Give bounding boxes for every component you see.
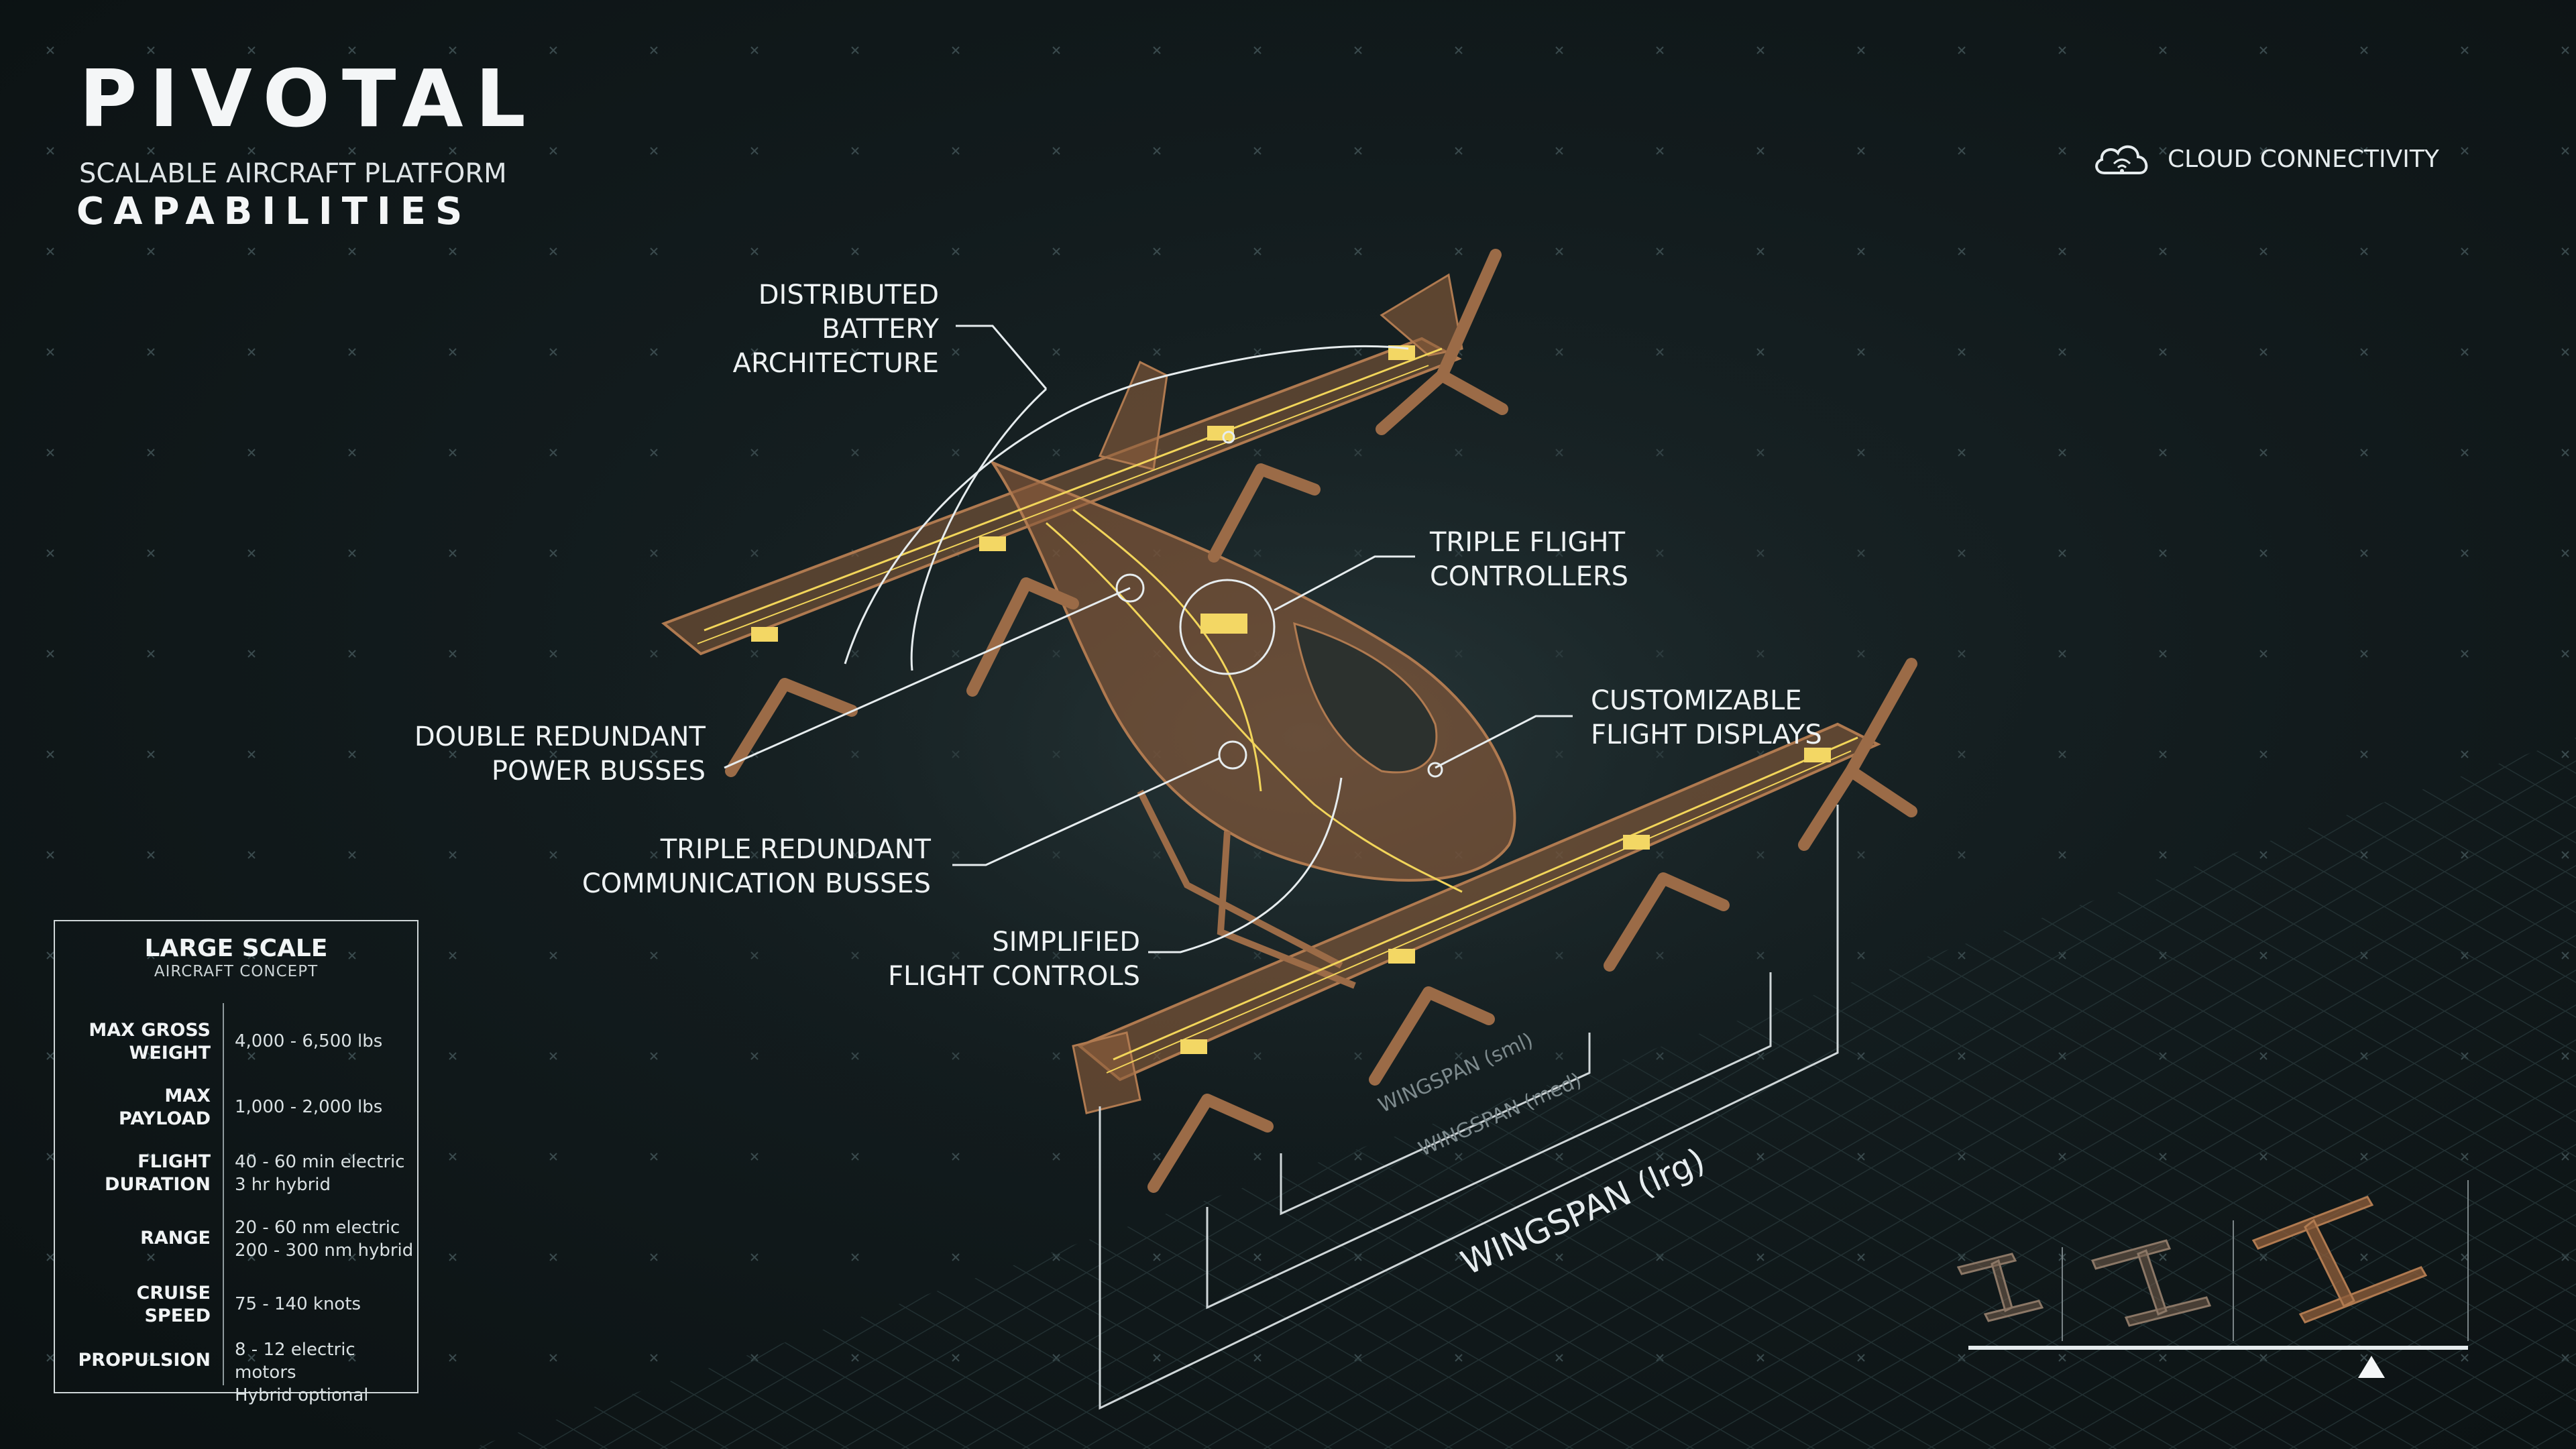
fuselage bbox=[989, 459, 1516, 882]
spec-row-label: CRUISE SPEED bbox=[136, 1283, 211, 1326]
spec-row-label: FLIGHT DURATION bbox=[105, 1151, 211, 1195]
spec-row-value: 8 - 12 electric motors Hybrid optional bbox=[235, 1340, 369, 1405]
wiring-front bbox=[1113, 736, 1858, 1061]
spec-row-label: RANGE bbox=[140, 1228, 211, 1249]
spec-row-label: MAX PAYLOAD bbox=[119, 1086, 211, 1129]
callout-lines bbox=[724, 325, 1573, 953]
spec-row-value: 40 - 60 min electric 3 hr hybrid bbox=[235, 1152, 405, 1195]
callout-flight-controllers: TRIPLE FLIGHT CONTROLLERS bbox=[1430, 527, 1629, 592]
landing-skid-left bbox=[1137, 789, 1343, 969]
callout-battery: DISTRIBUTED BATTERY ARCHITECTURE bbox=[732, 280, 939, 379]
rear-winglet bbox=[1380, 273, 1463, 357]
spec-divider bbox=[223, 1003, 224, 1385]
dimension-lines bbox=[1099, 805, 1839, 1410]
spec-row: MAX GROSS WEIGHT 4,000 - 6,500 lbs bbox=[55, 1014, 417, 1078]
spec-row-label: PROPULSION bbox=[78, 1350, 211, 1371]
callout-flight-controls: SIMPLIFIED FLIGHT CONTROLS bbox=[887, 927, 1140, 992]
spec-title: LARGE SCALE bbox=[144, 935, 328, 962]
spec-row-label: MAX GROSS WEIGHT bbox=[89, 1020, 211, 1063]
spec-row-value: 75 - 140 knots bbox=[235, 1294, 361, 1314]
spec-row: PROPULSION 8 - 12 electric motors Hybrid… bbox=[55, 1333, 417, 1405]
landing-skid-right bbox=[1217, 831, 1356, 989]
callout-communication-busses: TRIPLE REDUNDANT COMMUNICATION BUSSES bbox=[581, 834, 931, 899]
wiring-rear-2 bbox=[697, 365, 1429, 644]
callout-power-busses: DOUBLE REDUNDANT POWER BUSSES bbox=[414, 721, 706, 787]
spec-row-value: 1,000 - 2,000 lbs bbox=[235, 1097, 383, 1117]
cloud-wifi-icon bbox=[2095, 146, 2148, 174]
battery-modules bbox=[751, 345, 1831, 1054]
spec-row-value: 4,000 - 6,500 lbs bbox=[235, 1031, 383, 1051]
page-title: CAPABILITIES bbox=[76, 190, 472, 233]
brand-logo: PIVOTAL bbox=[79, 52, 538, 145]
wiring-rear bbox=[704, 347, 1443, 632]
spec-row-value: 20 - 60 nm electric 200 - 300 nm hybrid bbox=[235, 1218, 414, 1261]
spec-row: RANGE 20 - 60 nm electric 200 - 300 nm h… bbox=[55, 1211, 417, 1275]
wiring-front-2 bbox=[1106, 750, 1852, 1074]
platform-subtitle: SCALABLE AIRCRAFT PLATFORM bbox=[79, 158, 507, 189]
spec-panel: LARGE SCALE AIRCRAFT CONCEPT MAX GROSS W… bbox=[54, 920, 418, 1405]
spec-row: FLIGHT DURATION 40 - 60 min electric 3 h… bbox=[55, 1145, 417, 1210]
callout-flight-displays: CUSTOMIZABLE FLIGHT DISPLAYS bbox=[1591, 685, 1822, 750]
aircraft bbox=[661, 249, 1917, 1193]
propellers bbox=[725, 249, 1917, 1193]
spec-row: MAX PAYLOAD 1,000 - 2,000 lbs bbox=[55, 1080, 417, 1144]
spec-subtitle: AIRCRAFT CONCEPT bbox=[154, 963, 319, 980]
spec-row: CRUISE SPEED 75 - 140 knots bbox=[55, 1277, 417, 1341]
cloud-connectivity: CLOUD CONNECTIVITY bbox=[2091, 139, 2439, 178]
cloud-connectivity-label: CLOUD CONNECTIVITY bbox=[2168, 145, 2439, 173]
canopy bbox=[1293, 622, 1438, 774]
